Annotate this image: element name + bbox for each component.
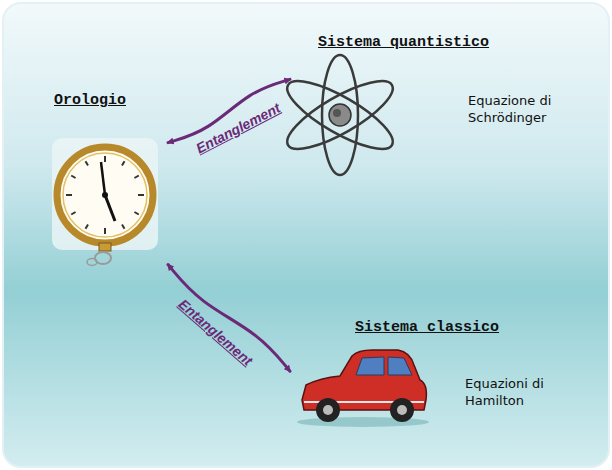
node-body-text: Equazioni di Hamilton — [465, 375, 555, 409]
background-panel — [3, 3, 609, 467]
node-heading: Sistema classico — [355, 319, 499, 337]
node-body-text: Equazione di Schrödinger — [468, 92, 568, 126]
node-heading: Sistema quantistico — [318, 34, 489, 52]
car-illustration — [297, 350, 429, 427]
diagram-node: Sistema classicoEquazioni di Hamilton — [290, 315, 580, 440]
atom-illustration — [279, 55, 401, 175]
node-heading: Orologio — [54, 92, 126, 110]
diagram-node: Sistema quantisticoEquazione di Schrödin… — [290, 30, 574, 160]
entanglement-arrow — [168, 265, 290, 372]
diagram-node: Orologio — [50, 88, 168, 270]
edge-label: Entanglement — [175, 296, 256, 370]
edge-label: Entanglement — [193, 100, 283, 158]
clock-illustration — [52, 138, 158, 266]
